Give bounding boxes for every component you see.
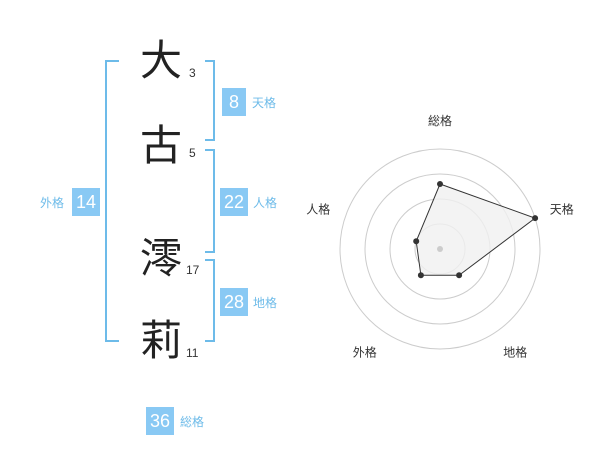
gaikaku-bracket	[105, 60, 119, 342]
stroke-count-4: 11	[186, 346, 199, 360]
stroke-count-3: 17	[186, 263, 200, 277]
radar-axis-label-4: 外格	[353, 345, 377, 360]
name-char-3: 澪	[140, 234, 183, 283]
chikaku-label: 地格	[253, 296, 278, 310]
name-char-1: 大	[140, 36, 183, 85]
radar-center-dot	[437, 246, 443, 252]
name-char-4: 莉	[140, 316, 183, 365]
stroke-count-2: 5	[189, 146, 196, 160]
radar-point-5	[413, 238, 420, 245]
tenkaku-label: 天格	[252, 96, 277, 110]
chikaku-value: 28	[220, 288, 248, 316]
chikaku-bracket	[205, 259, 215, 342]
radar-axis-label-2: 天格	[550, 201, 574, 216]
soukaku-label: 総格	[180, 415, 205, 429]
radar-ring	[364, 173, 516, 325]
radar-ring	[339, 148, 541, 350]
radar-point-2	[532, 215, 539, 222]
stroke-count-1: 3	[189, 66, 196, 80]
radar-polygon	[415, 183, 537, 276]
name-char-2: 古	[140, 121, 183, 170]
radar-axis-label-3: 地格	[503, 345, 527, 360]
radar-point-4	[417, 272, 424, 279]
soukaku-value: 36	[146, 407, 174, 435]
jinkaku-label: 人格	[253, 196, 278, 210]
tenkaku-bracket	[205, 60, 215, 141]
jinkaku-bracket	[205, 149, 215, 253]
radar-point-1	[437, 181, 443, 187]
radar-axis-label-1: 総格	[428, 113, 452, 128]
radar-axis-label-5: 人格	[306, 201, 330, 216]
radar-point-3	[456, 272, 463, 279]
gaikaku-value: 14	[72, 188, 100, 216]
tenkaku-value: 8	[222, 88, 246, 116]
jinkaku-value: 22	[220, 188, 248, 216]
gaikaku-label: 外格	[40, 196, 65, 210]
